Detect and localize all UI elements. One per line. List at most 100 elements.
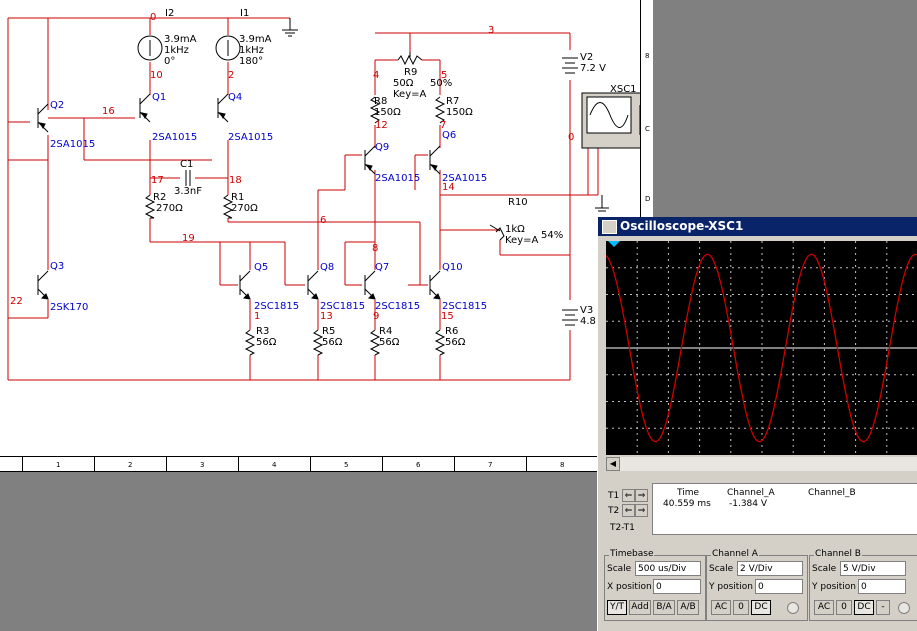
transistor-part: 2SC1815 (442, 301, 487, 312)
capacitor-ref: C1 (180, 159, 193, 170)
resistor-value: 56Ω (322, 337, 343, 348)
channel-a-ac-button[interactable]: AC (711, 600, 731, 615)
add-mode-button[interactable]: Add (629, 600, 651, 615)
ruler-divider (166, 457, 167, 471)
channel-b-y-position-field[interactable]: 0 (858, 579, 906, 594)
transistor-symbol[interactable] (429, 270, 441, 300)
transistor-part: 2SC1815 (375, 301, 420, 312)
timebase-scale-label: Scale (607, 564, 632, 574)
net-label: 14 (442, 182, 455, 193)
battery-ref: V2 (580, 52, 593, 63)
x-position-field[interactable]: 0 (653, 579, 701, 594)
net-label: 7 (440, 120, 446, 131)
net-label: 17 (151, 175, 164, 186)
t1-left-arrow[interactable]: ⇐ (622, 489, 635, 502)
ruler-divider (94, 457, 95, 471)
oscilloscope-titlebar[interactable]: Oscilloscope-XSC1 (598, 217, 917, 236)
resistor-ref: R4 (379, 326, 392, 337)
x-position-label: X position (607, 582, 652, 592)
channel-b-scale-field[interactable]: 5 V/Div (840, 561, 906, 576)
yt-mode-button[interactable]: Y/T (607, 600, 627, 615)
channel-b-dc-button[interactable]: DC (854, 600, 874, 615)
channel-b-ac-button[interactable]: AC (814, 600, 834, 615)
battery-value: 7.2 V (580, 63, 606, 74)
net-label: 16 (102, 106, 115, 117)
xsc1-instrument[interactable] (581, 92, 653, 149)
ruler-tick: 5 (344, 461, 349, 469)
channel-b-scale-label: Scale (812, 564, 837, 574)
channel-a-y-position-field[interactable]: 0 (755, 579, 803, 594)
t1-right-arrow[interactable]: ⇒ (635, 489, 648, 502)
net-label: 13 (320, 311, 333, 322)
net-label: 18 (229, 175, 242, 186)
potentiometer-ref: R9 (404, 67, 417, 78)
channel-a-title: Channel A (711, 549, 759, 559)
transistor-symbol[interactable] (364, 270, 376, 300)
resistor-ref: R7 (446, 96, 459, 107)
display-scrollbar[interactable]: ◀ (606, 457, 917, 471)
channel-a-dc-button[interactable]: DC (751, 600, 771, 615)
transistor-ref: Q10 (442, 262, 463, 273)
transistor-symbol[interactable] (239, 270, 251, 300)
channel-a-scale-label: Scale (709, 564, 734, 574)
ruler-divider (238, 457, 239, 471)
ruler-divider (454, 457, 455, 471)
t2-right-arrow[interactable]: ⇒ (635, 504, 648, 517)
net-label: 5 (441, 70, 447, 81)
net-label: 22 (10, 296, 23, 307)
current-source-value: 3.9mA (164, 34, 197, 45)
current-source-phase: 0° (164, 56, 175, 67)
net-label: 1 (254, 311, 260, 322)
transistor-symbol[interactable] (37, 270, 49, 300)
oscilloscope-display[interactable] (605, 241, 917, 455)
current-source-phase: 180° (239, 56, 263, 67)
resistor-value: 270Ω (156, 203, 183, 214)
channel-a-scale-field[interactable]: 2 V/Div (737, 561, 803, 576)
net-label: 4 (373, 70, 379, 81)
transistor-part: 2SA1015 (375, 173, 420, 184)
net-label: 10 (150, 70, 163, 81)
oscilloscope-window[interactable]: Oscilloscope-XSC1 ◀ T1 ⇐ ⇒ T2 ⇐ ⇒ T2-T1 … (597, 217, 917, 631)
time-header: Time (677, 488, 700, 498)
resistor-ref: R3 (256, 326, 269, 337)
scroll-left-arrow[interactable]: ◀ (606, 457, 620, 471)
channel-a-radio-icon[interactable] (787, 602, 799, 614)
transistor-ref: Q3 (50, 261, 64, 272)
channel-b-title: Channel B (814, 549, 862, 559)
timebase-scale-field[interactable]: 500 us/Div (635, 561, 701, 576)
resistor-value: 150Ω (446, 107, 473, 118)
net-label: 0 (568, 132, 574, 143)
t2-left-arrow[interactable]: ⇐ (622, 504, 635, 517)
transistor-symbol[interactable] (139, 93, 151, 123)
ba-mode-button[interactable]: B/A (653, 600, 675, 615)
transistor-symbol[interactable] (364, 145, 376, 175)
timebase-title: Timebase (609, 549, 655, 559)
channel-a-zero-button[interactable]: 0 (733, 600, 749, 615)
resistor-ref: R6 (445, 326, 458, 337)
resistor-value: 56Ω (256, 337, 277, 348)
resistor-value: 56Ω (379, 337, 400, 348)
ruler-tick: 3 (200, 461, 205, 469)
battery-value: 4.8 (580, 316, 596, 327)
resistor-ref: R8 (374, 96, 387, 107)
net-label: 12 (375, 120, 388, 131)
ab-mode-button[interactable]: A/B (677, 600, 699, 615)
current-source-freq: 1kHz (239, 45, 264, 56)
channel-b-zero-button[interactable]: 0 (836, 600, 852, 615)
cursor-t1-marker[interactable] (608, 241, 620, 247)
transistor-symbol[interactable] (37, 103, 49, 133)
transistor-symbol[interactable] (429, 145, 441, 175)
t2-label: T2 (608, 506, 620, 516)
transistor-ref: Q5 (254, 262, 268, 273)
channel-b-minus-button[interactable]: - (876, 600, 890, 615)
channel-b-radio-icon[interactable] (898, 602, 910, 614)
transistor-part: 2SA1015 (50, 139, 95, 150)
transistor-symbol[interactable] (217, 93, 229, 123)
transistor-symbol[interactable] (307, 270, 319, 300)
window-title: Oscilloscope-XSC1 (620, 219, 744, 233)
ruler-tick: 4 (272, 461, 277, 469)
net-label: 9 (373, 311, 379, 322)
circuit-diagram[interactable]: 0102345161271718141968221139150I23.9mA1k… (0, 0, 653, 456)
